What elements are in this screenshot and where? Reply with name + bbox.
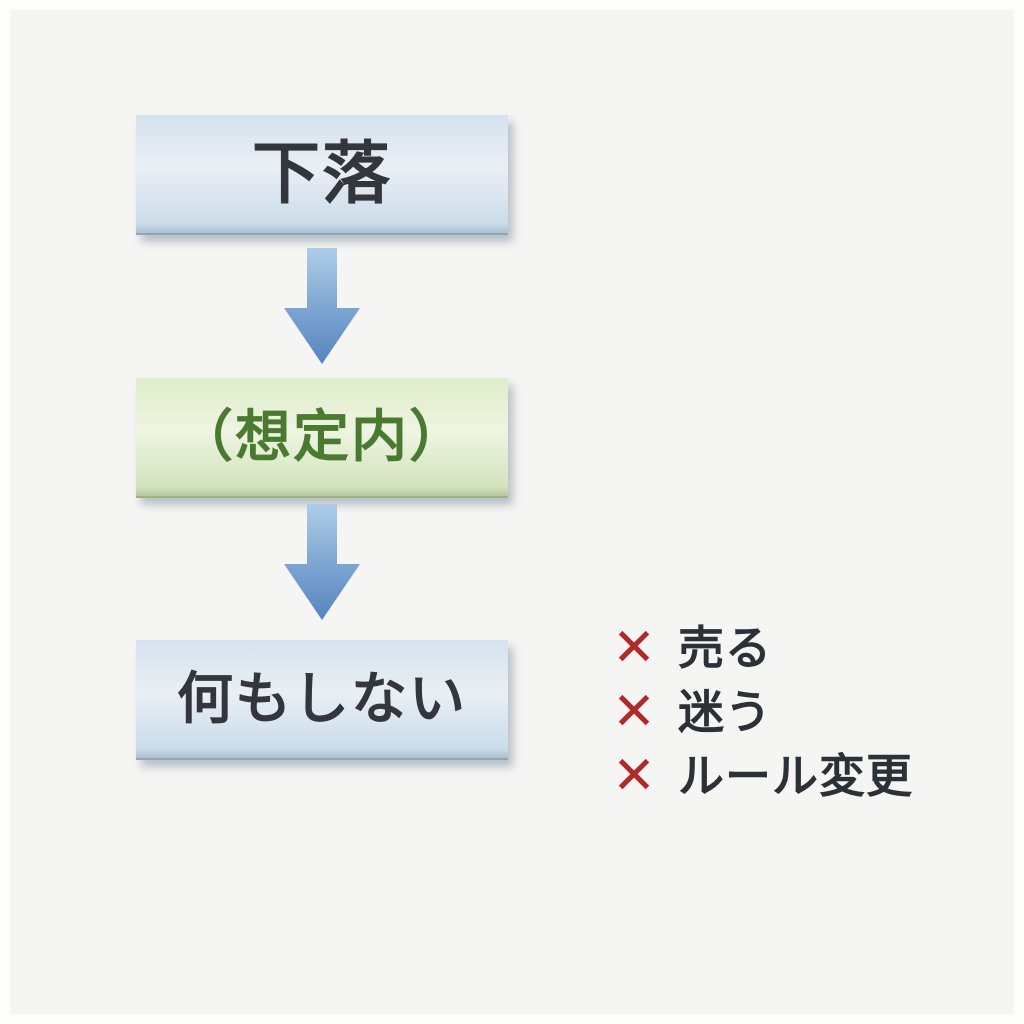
flow-node-within-expectation-label: （想定内） [177,405,467,468]
flow-node-decline: 下落 [136,115,508,235]
x-mark-icon: ✕ [612,747,656,805]
flow-node-within-expectation: （想定内） [136,378,508,498]
x-mark-icon: ✕ [612,619,656,677]
down-arrow-icon [284,504,360,620]
down-arrow-icon [284,248,360,364]
x-mark-icon: ✕ [612,683,656,741]
list-item: ✕ 売る [608,616,913,680]
dont-list: ✕ 売る ✕ 迷う ✕ ルール変更 [608,616,913,808]
flow-node-do-nothing: 何もしない [136,640,508,760]
list-item: ✕ ルール変更 [608,744,913,808]
list-item: ✕ 迷う [608,680,913,744]
flow-node-decline-label: 下落 [251,136,392,212]
dont-item-label-rule-change: ルール変更 [678,750,913,802]
dont-item-label-sell: 売る [678,622,772,674]
flow-node-do-nothing-label: 何もしない [177,667,467,730]
dont-item-label-hesitate: 迷う [678,686,772,738]
